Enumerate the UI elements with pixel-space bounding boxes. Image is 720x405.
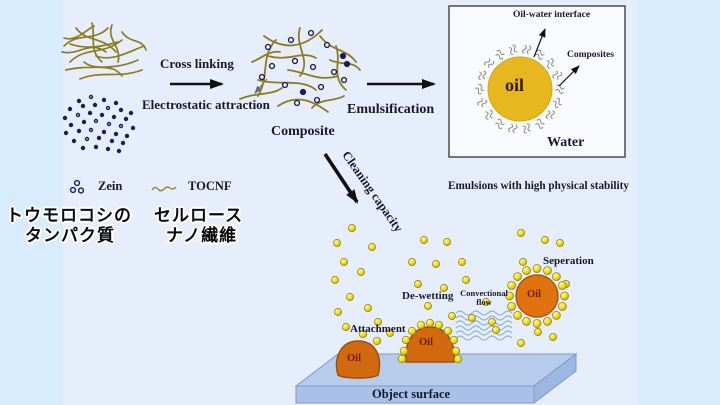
emulsification-label: Emulsification <box>347 102 435 117</box>
japanese-tocnf-caption-line2: ナノ繊維 <box>166 226 238 246</box>
oil-label-attached: Oil <box>347 353 362 364</box>
zein-legend-icon <box>69 179 85 194</box>
oil-water-interface-label: Oil-water interface <box>513 10 591 20</box>
de-wetting-label: De-wetting <box>402 290 454 302</box>
cross-linking-label: Cross linking <box>160 56 234 71</box>
convection-waves <box>455 310 513 341</box>
oil-label-separated: Oil <box>527 289 542 300</box>
oil-label-dewetting: Oil <box>419 337 434 348</box>
convectional-flow-label: Convectional flow <box>460 288 508 307</box>
composite-beads <box>331 224 570 364</box>
composites-arrow <box>558 65 580 87</box>
oil-droplet <box>487 56 553 122</box>
zein-cluster <box>62 94 136 154</box>
composite-label: Composite <box>271 124 335 139</box>
object-surface-label: Object surface <box>372 387 451 401</box>
tocnf-legend-icon <box>151 186 177 192</box>
composite-network <box>239 27 361 113</box>
japanese-tocnf-caption-line1: セルロース <box>154 206 244 226</box>
cleaning-capacity-arrow <box>323 153 359 204</box>
seperation-label: Seperation <box>543 255 594 267</box>
oil-blob-attached <box>335 340 381 379</box>
japanese-zein-caption-line1: トウモロコシの <box>6 206 132 226</box>
oil-water-interface-arrow <box>533 28 546 58</box>
electrostatic-attraction-label: Electrostatic attraction <box>142 97 270 112</box>
tocnf-network <box>61 22 147 80</box>
attachment-label: Attachment <box>350 323 406 335</box>
tocnf-legend-label: TOCNF <box>188 179 232 193</box>
zein-legend-label: Zein <box>98 179 123 193</box>
water-label: Water <box>547 135 585 150</box>
composite-zein-dots <box>258 29 351 107</box>
composites-label: Composites <box>567 50 614 60</box>
japanese-zein-caption-line2: タンパク質 <box>25 226 115 246</box>
emulsion-caption: Emulsions with high physical stability <box>448 180 629 192</box>
oil-droplet-separated <box>515 274 559 318</box>
oil-droplet-label: oil <box>505 75 525 95</box>
